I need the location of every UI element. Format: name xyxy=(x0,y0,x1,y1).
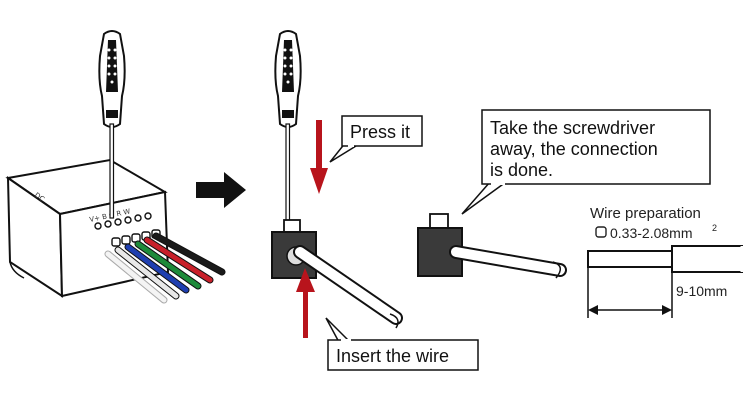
insert-label: Insert the wire xyxy=(336,346,449,366)
wire-gauge-label: 0.33-2.08mm xyxy=(610,225,692,241)
arrow-right-icon xyxy=(196,172,246,208)
terminal-holes xyxy=(94,212,161,247)
wire-preparation: Wire preparation 0.33-2.08mm 2 9-10mm xyxy=(587,205,744,318)
insert-callout: Insert the wire xyxy=(325,317,479,371)
terminal-block-done xyxy=(417,213,463,277)
strip-length-label: 9-10mm xyxy=(676,283,727,299)
insert-arrow-icon xyxy=(296,268,315,338)
press-label: Press it xyxy=(350,122,410,142)
screwdriver-icon-middle xyxy=(274,30,302,221)
remove-label-line3: is done. xyxy=(490,160,553,180)
press-arrow-icon xyxy=(310,120,328,194)
wire-prep-title: Wire preparation xyxy=(590,205,701,222)
press-callout: Press it xyxy=(329,115,423,163)
connected-wire xyxy=(449,245,567,279)
stripped-conductor xyxy=(587,250,673,268)
wire-gauge-icon xyxy=(595,226,607,238)
controller-device: DC V+ B G R W xyxy=(5,158,226,304)
remove-label-line2: away, the connection xyxy=(490,139,658,159)
wires-bundle xyxy=(104,232,226,304)
wire-gauge-superscript: 2 xyxy=(712,223,717,233)
inserted-wire xyxy=(293,245,403,329)
remove-label-line1: Take the screwdriver xyxy=(490,118,655,138)
wire-insulation xyxy=(671,245,743,273)
remove-callout: Take the screwdriver away, the connectio… xyxy=(461,109,711,215)
screwdriver-icon-left xyxy=(98,30,126,219)
